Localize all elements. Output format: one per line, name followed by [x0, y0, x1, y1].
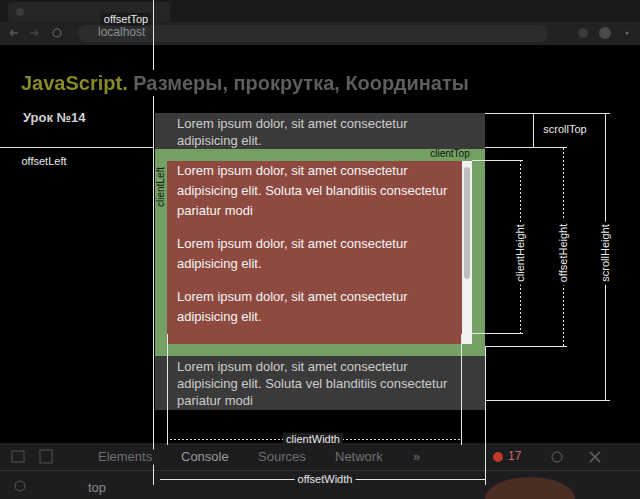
dimension-name: offsetHeight [557, 221, 570, 286]
dimension-line [520, 160, 521, 334]
menu-icon [626, 32, 629, 35]
devtools-tab: Elements [95, 450, 155, 465]
dimension-name: clientWidth [283, 433, 343, 446]
toolbar [0, 22, 640, 45]
page-title: JavaScript. Размеры, прокрутка, Координа… [21, 70, 469, 96]
scrollbar [462, 161, 472, 344]
address-bar [78, 25, 548, 42]
devtools-tab: Sources [255, 450, 309, 465]
paragraph: Lorem ipsum dolor, sit amet consectetur … [177, 161, 460, 221]
reload-icon [53, 29, 61, 37]
context-select: top [85, 481, 109, 496]
close-icon [590, 452, 600, 462]
forward-icon [30, 30, 38, 36]
devtools-tab: Network [332, 450, 386, 465]
dimension-name: clientHeight [514, 221, 527, 284]
paragraph: Lorem ipsum dolor, sit amet consectetur … [177, 115, 465, 149]
title-ground: JavaScript. Размеры, прокрутка, Координа… [18, 70, 472, 96]
settings-icon [552, 452, 562, 462]
devtools-tab: » [410, 450, 423, 465]
tab-strip [0, 0, 640, 22]
dimension-tick [485, 346, 486, 485]
dimension-name: clientTop [427, 148, 472, 160]
offset-guide [153, 0, 154, 485]
dimension-tick [485, 147, 567, 148]
dimension-tick [485, 400, 610, 401]
clear-icon [15, 481, 25, 491]
tab-icon [16, 8, 24, 16]
dimension-tick [461, 334, 462, 445]
back-icon [10, 30, 18, 36]
lesson-number: Урок №14 [20, 111, 89, 126]
paragraph: Lorem ipsum dolor, sit amet consectetur … [177, 358, 465, 409]
dimension-name: scrollHeight [599, 221, 612, 284]
paragraph: Lorem ipsum dolor, sit amet consectetur … [177, 287, 460, 327]
extension-icon [578, 28, 588, 38]
offset-guide [0, 147, 153, 148]
dimension-tick [167, 334, 168, 445]
devtools-tab: Console [178, 450, 232, 465]
dimension-line [533, 113, 534, 148]
paragraph: Lorem ipsum dolor, sit amet consectetur … [177, 234, 460, 274]
dimension-name: scrollTop [540, 123, 589, 136]
webcam-inset [485, 477, 575, 499]
address-text: localhost [95, 26, 148, 40]
dimension-name: offsetTop [101, 13, 151, 26]
dimension-tick [485, 113, 610, 114]
dimension-tick [472, 333, 523, 334]
dimension-tick [485, 346, 567, 347]
profile-icon [599, 27, 611, 39]
dimension-name: offsetWidth [295, 473, 356, 486]
device-icon [40, 450, 52, 463]
dimension-name: offsetLeft [18, 155, 69, 168]
error-count: 17 [505, 450, 524, 464]
dimension-name: clientLeft [155, 164, 167, 210]
devtools-separator [0, 470, 640, 471]
dimension-line [170, 439, 460, 440]
inspect-icon [12, 451, 24, 462]
dimension-line [605, 113, 606, 401]
dimension-line [160, 479, 485, 480]
dimension-tick [472, 160, 523, 161]
scroll-element: Lorem ipsum dolor, sit amet consectetur … [155, 149, 485, 356]
scrollbar-thumb [464, 167, 470, 279]
error-badge [493, 452, 503, 462]
dimension-line [563, 148, 564, 346]
